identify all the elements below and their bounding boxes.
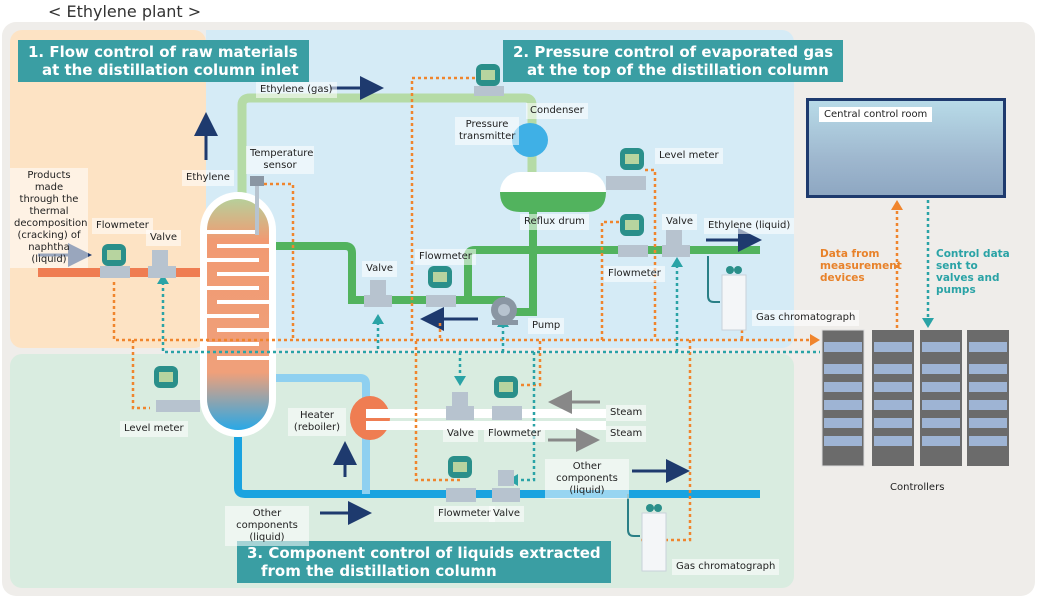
gas-chromatograph-bottom-icon <box>641 504 667 572</box>
temperature-probe <box>255 180 259 235</box>
steam-in-label: Steam <box>606 405 647 421</box>
ethylene-gas-label: Ethylene (gas) <box>256 82 337 98</box>
measurement-arrow-to-controllers <box>810 334 820 346</box>
controllers-label: Controllers <box>890 482 945 493</box>
gc-bottom-sample-line <box>627 494 640 537</box>
pressure-transmitter-label: Pressure transmitter <box>455 117 519 145</box>
reboiler-pipe <box>276 374 370 494</box>
condenser <box>512 123 548 157</box>
valve-reflux-icon <box>364 280 392 307</box>
ethylene-label: Ethylene <box>182 170 234 186</box>
valve-bottom-label: Valve <box>489 506 525 522</box>
measurement-signal-lines <box>112 76 899 542</box>
section-3-badge: 3. Component control of liquids extracte… <box>237 541 611 583</box>
level-meter-bottom-icon <box>154 366 200 412</box>
section-1-badge: 1. Flow control of raw materials at the … <box>18 40 309 82</box>
control-arrow-steam-valve <box>454 376 466 386</box>
control-arrow-to-controllers <box>922 318 934 328</box>
condenser-label: Condenser <box>526 103 588 119</box>
control-arrow-reflux-valve <box>372 314 384 324</box>
control-data-label: Control data sent to valves and pumps <box>936 248 1010 296</box>
flowmeter-reflux-icon <box>426 266 456 307</box>
ethylene-liquid-label: Ethylene (liquid) <box>704 218 795 234</box>
steam-pipe-in <box>366 409 606 418</box>
flowmeter-steam-icon <box>492 376 522 420</box>
flowmeter-inlet-label: Flowmeter <box>92 218 153 234</box>
section-1-line2: at the distillation column inlet <box>42 61 299 79</box>
flowmeter-top-label: Flowmeter <box>604 266 665 282</box>
flowmeter-reflux-label: Flowmeter <box>415 249 476 265</box>
gas-chromatograph-bottom-label: Gas chromatograph <box>672 559 780 575</box>
reflux-drum-label: Reflux drum <box>520 214 589 230</box>
section-1-line1: 1. Flow control of raw materials <box>28 43 298 61</box>
pump-icon <box>491 297 518 325</box>
page-title: < Ethylene plant > <box>48 2 202 21</box>
valve-steam-label: Valve <box>443 426 479 442</box>
central-control-room: Central control room <box>806 98 1006 198</box>
pressure-transmitter-icon <box>474 64 504 96</box>
level-meter-top-label: Level meter <box>655 148 723 164</box>
gas-chromatograph-top-label: Gas chromatograph <box>752 310 860 326</box>
gas-chromatograph-top-icon <box>721 266 747 331</box>
flowmeter-top-icon <box>618 214 648 257</box>
level-meter-top-icon <box>606 148 646 190</box>
pump-return <box>515 250 537 316</box>
other-components-left-label: Other components (liquid) <box>225 506 309 546</box>
level-meter-bottom-label: Level meter <box>120 421 188 437</box>
valve-inlet-label: Valve <box>146 230 182 246</box>
bottom-pipe <box>234 437 760 498</box>
flowmeter-icon <box>100 244 130 278</box>
valve-top-icon <box>662 230 690 257</box>
valve-bottom-icon <box>492 470 520 502</box>
central-control-room-label: Central control room <box>819 107 933 122</box>
gc-top-sample-line <box>707 256 720 303</box>
flowmeter-bottom-label: Flowmeter <box>434 506 495 522</box>
data-from-devices-label: Data from measurement devices <box>820 248 902 284</box>
heater-label: Heater (reboiler) <box>288 408 346 436</box>
control-arrow-inlet-valve <box>157 274 169 284</box>
pump-label: Pump <box>528 318 565 334</box>
measurement-arrow-to-control-room <box>891 200 903 210</box>
column-trays <box>207 230 269 360</box>
valve-steam-icon <box>446 392 474 420</box>
section-2-line1: 2. Pressure control of evaporated gas <box>513 43 834 61</box>
reflux-pipe <box>275 242 505 304</box>
valve-reflux-label: Valve <box>362 261 398 277</box>
feed-label: Products made through the thermal decomp… <box>10 168 88 268</box>
steam-pipe-out <box>366 421 606 430</box>
section-3-line1: 3. Component control of liquids extracte… <box>247 544 601 562</box>
section-2-line2: at the top of the distillation column <box>527 61 829 79</box>
temperature-sensor-icon <box>250 176 264 186</box>
flowmeter-steam-label: Flowmeter <box>484 426 545 442</box>
section-3-line2: from the distillation column <box>261 562 497 580</box>
other-components-right-label: Other components (liquid) <box>545 459 629 499</box>
controllers-icon <box>821 329 1009 467</box>
valve-top-label: Valve <box>662 214 698 230</box>
steam-out-label: Steam <box>606 426 647 442</box>
control-arrow-top-valve <box>671 257 683 267</box>
flowmeter-bottom-icon <box>446 456 476 502</box>
control-signal-lines <box>161 200 930 482</box>
gas-pipe <box>237 93 537 240</box>
temperature-sensor-label: Temperature sensor <box>246 146 314 174</box>
section-2-badge: 2. Pressure control of evaporated gas at… <box>503 40 844 82</box>
valve-icon <box>148 250 176 278</box>
